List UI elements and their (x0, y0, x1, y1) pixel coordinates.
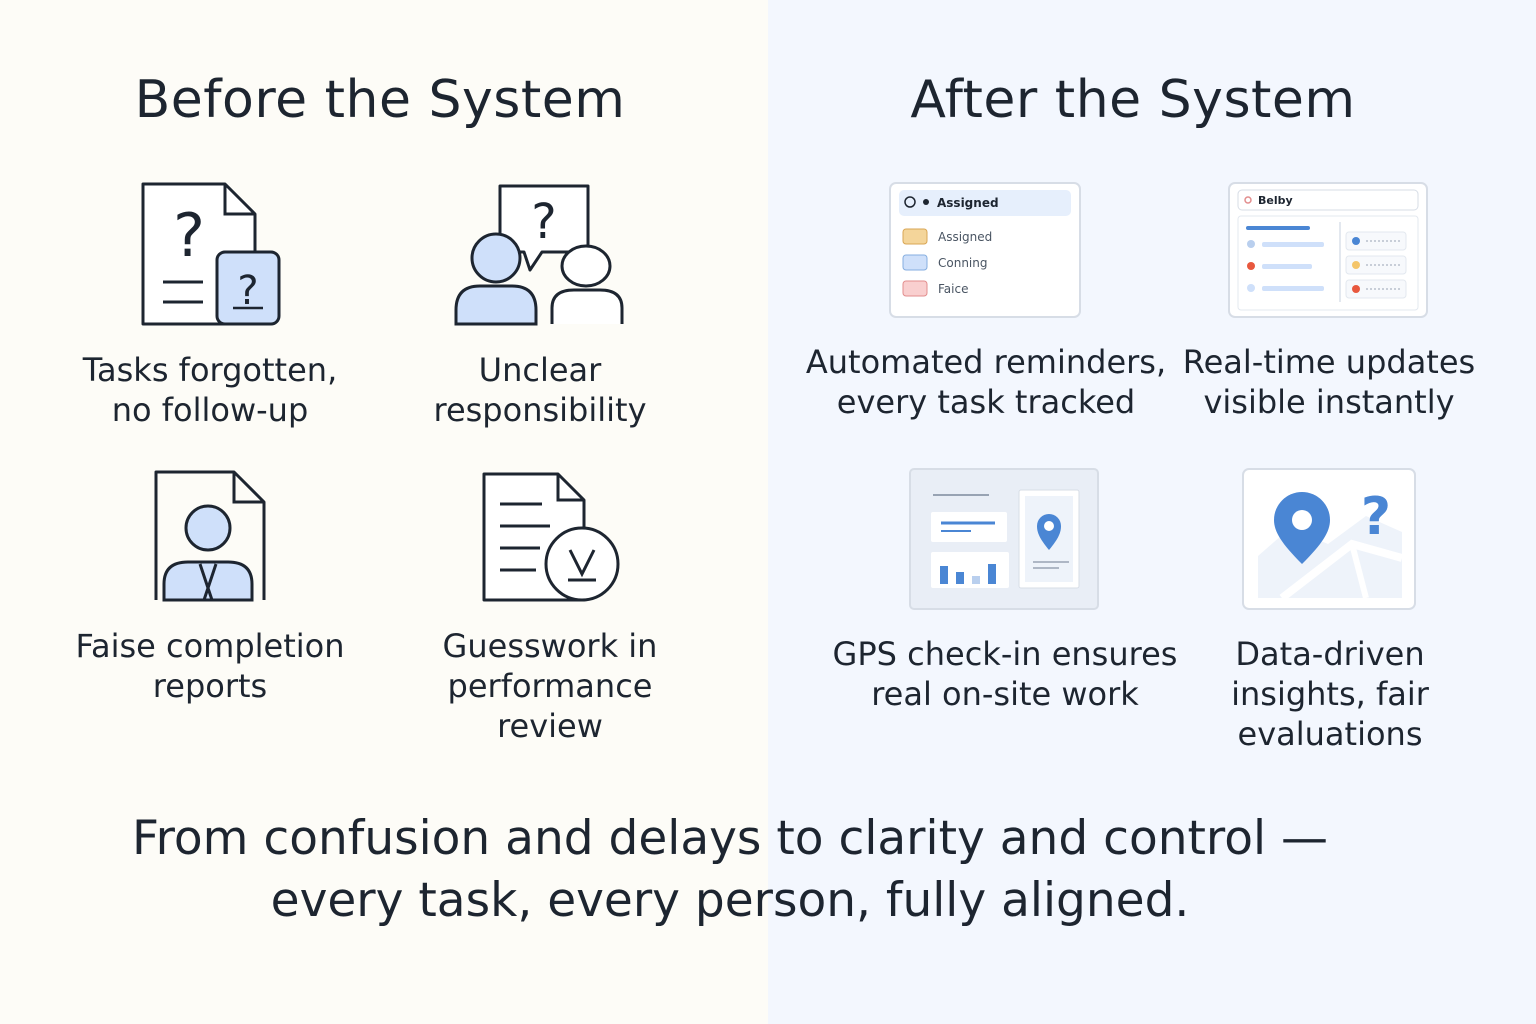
after-caption-4: Data-driven insights, fair evaluations (1231, 635, 1429, 753)
svg-text:?: ? (237, 268, 258, 314)
before-item-unclear-responsibility: ? Unclear responsibility (390, 180, 690, 430)
svg-text:?: ? (531, 194, 556, 250)
location-pin-icon (1037, 514, 1061, 550)
gps-dashboard-icon (909, 468, 1099, 610)
tagline: From confusion and delays to clarity and… (132, 811, 1328, 928)
after-item-data-insights: ? Data-driven insights, fair evaluations (1190, 468, 1470, 754)
confused-people-icon: ? (454, 184, 624, 326)
after-caption-3: GPS check-in ensures real on-site work (832, 635, 1178, 713)
task-row-1: Assigned (938, 230, 992, 244)
task-list-card-icon: Assigned Assigned Conning Faice (889, 182, 1081, 318)
task-row-3: Faice (938, 282, 968, 296)
after-item-realtime-updates: Belby Real-time updates visible instantl… (1176, 182, 1482, 422)
before-caption-4: Guesswork in performance review (442, 627, 658, 745)
search-icon (904, 196, 916, 208)
status-card-header: Belby (1258, 194, 1293, 207)
question-document-icon: ? ? (141, 182, 281, 326)
svg-text:?: ? (173, 201, 205, 271)
after-caption-2: Real-time updates visible instantly (1182, 343, 1476, 421)
after-heading: After the System (910, 70, 1356, 130)
status-board-card-icon: Belby (1228, 182, 1428, 318)
map-pin-question-icon: ? (1242, 468, 1416, 610)
person-document-icon (154, 470, 266, 602)
before-caption-2: Unclear responsibility (433, 351, 647, 429)
before-caption-3: Faise completion reports (75, 627, 345, 705)
before-item-forgotten-tasks: ? ? Tasks forgotten, no follow-up (60, 180, 360, 430)
document-check-icon (482, 472, 620, 602)
before-caption-1: Tasks forgotten, no follow-up (82, 351, 338, 429)
before-item-guesswork-review: Guesswork in performance review (400, 470, 700, 746)
before-heading: Before the System (134, 70, 626, 130)
after-caption-1: Automated reminders, every task tracked (805, 343, 1167, 421)
svg-text:?: ? (1361, 487, 1391, 547)
after-item-gps-checkin: GPS check-in ensures real on-site work (820, 468, 1190, 714)
before-item-false-reports: Faise completion reports (60, 468, 360, 706)
before-panel (0, 0, 768, 1024)
task-row-2: Conning (938, 256, 988, 270)
task-card-header: Assigned (937, 196, 999, 210)
after-item-automated-reminders: Assigned Assigned Conning Faice Automate… (800, 182, 1172, 422)
